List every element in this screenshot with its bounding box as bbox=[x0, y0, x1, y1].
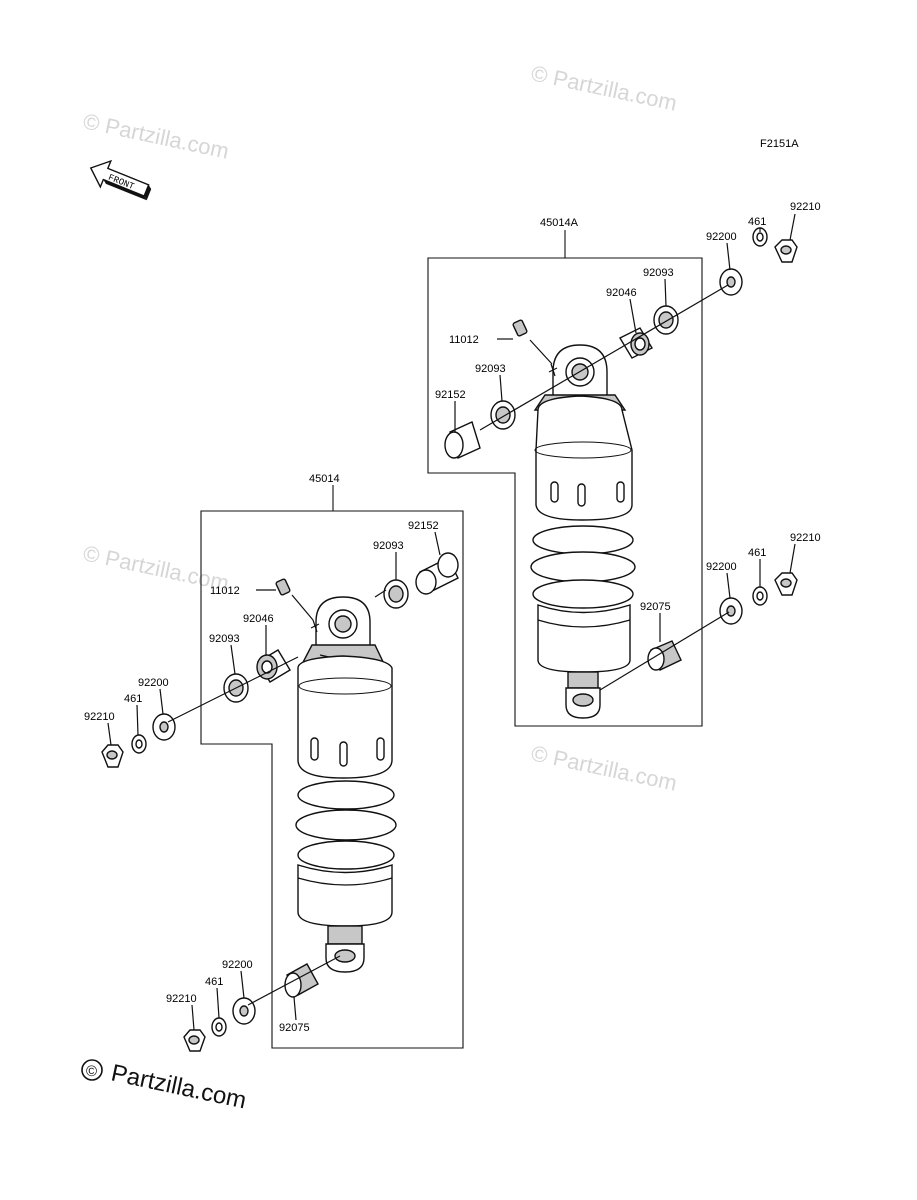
left-label-seal-outer: 92093 bbox=[209, 633, 240, 645]
copyright-icon bbox=[81, 1059, 103, 1081]
left-label-washer-lower: 92200 bbox=[222, 959, 253, 971]
assembly-right-part-number: 45014A bbox=[540, 217, 579, 229]
right-labels: 92210 461 92200 92093 92046 11012 92093 … bbox=[435, 201, 821, 642]
figure-code: F2151A bbox=[760, 138, 799, 150]
left-grease-fitting bbox=[275, 578, 291, 596]
brand-text: Partzilla.com bbox=[109, 1059, 249, 1114]
right-label-washer-upper: 92200 bbox=[706, 231, 737, 243]
left-label-washer-upper: 92200 bbox=[138, 677, 169, 689]
right-label-needle-bearing: 92046 bbox=[606, 287, 637, 299]
left-label-collar-lower: 92075 bbox=[279, 1022, 310, 1034]
left-label-grease-fitting: 11012 bbox=[210, 585, 240, 597]
right-label-collar-lower: 92075 bbox=[640, 601, 671, 613]
right-grease-fitting bbox=[512, 319, 528, 337]
right-label-grease-fitting: 11012 bbox=[449, 334, 479, 346]
partzilla-logo: © Partzilla.com bbox=[81, 1059, 249, 1114]
right-label-seal-inner: 92093 bbox=[475, 363, 506, 375]
left-label-seal-top: 92093 bbox=[373, 540, 404, 552]
assembly-left-part-number: 45014 bbox=[309, 473, 340, 485]
right-label-bushing: 92152 bbox=[435, 389, 466, 401]
front-arrow-icon: FRONT bbox=[89, 159, 152, 201]
watermark-mid-left: © Partzilla.com bbox=[81, 540, 231, 595]
right-shock-absorber bbox=[530, 344, 636, 719]
watermark-top-right: © Partzilla.com bbox=[529, 60, 679, 115]
watermark-top-left: © Partzilla.com bbox=[81, 108, 231, 163]
right-label-washer-lower: 92200 bbox=[706, 561, 737, 573]
assembly-right-bracket: 45014A bbox=[427, 217, 703, 727]
right-label-nut-upper: 92210 bbox=[790, 201, 821, 213]
left-label-nut-upper: 92210 bbox=[84, 711, 115, 723]
right-small-parts bbox=[444, 227, 798, 691]
left-label-needle-bearing: 92046 bbox=[243, 613, 274, 625]
right-label-seal-outer: 92093 bbox=[643, 267, 674, 279]
left-shock-absorber bbox=[295, 596, 397, 973]
left-label-bushing-top: 92152 bbox=[408, 520, 439, 532]
assembly-left-bracket: 45014 bbox=[200, 473, 464, 1049]
left-small-parts bbox=[101, 552, 459, 1052]
right-label-nut-lower: 92210 bbox=[790, 532, 821, 544]
left-label-lockwasher-upper: 461 bbox=[124, 693, 142, 705]
right-label-lockwasher-lower: 461 bbox=[748, 547, 766, 559]
right-label-lockwasher-upper: 461 bbox=[748, 216, 766, 228]
left-label-lockwasher-lower: 461 bbox=[205, 976, 223, 988]
copyright-symbol: © bbox=[86, 1063, 97, 1080]
left-label-nut-lower: 92210 bbox=[166, 993, 197, 1005]
watermark-bottom-right: © Partzilla.com bbox=[529, 740, 679, 795]
left-labels: 92152 92093 11012 92046 92093 92200 461 … bbox=[84, 520, 441, 1034]
